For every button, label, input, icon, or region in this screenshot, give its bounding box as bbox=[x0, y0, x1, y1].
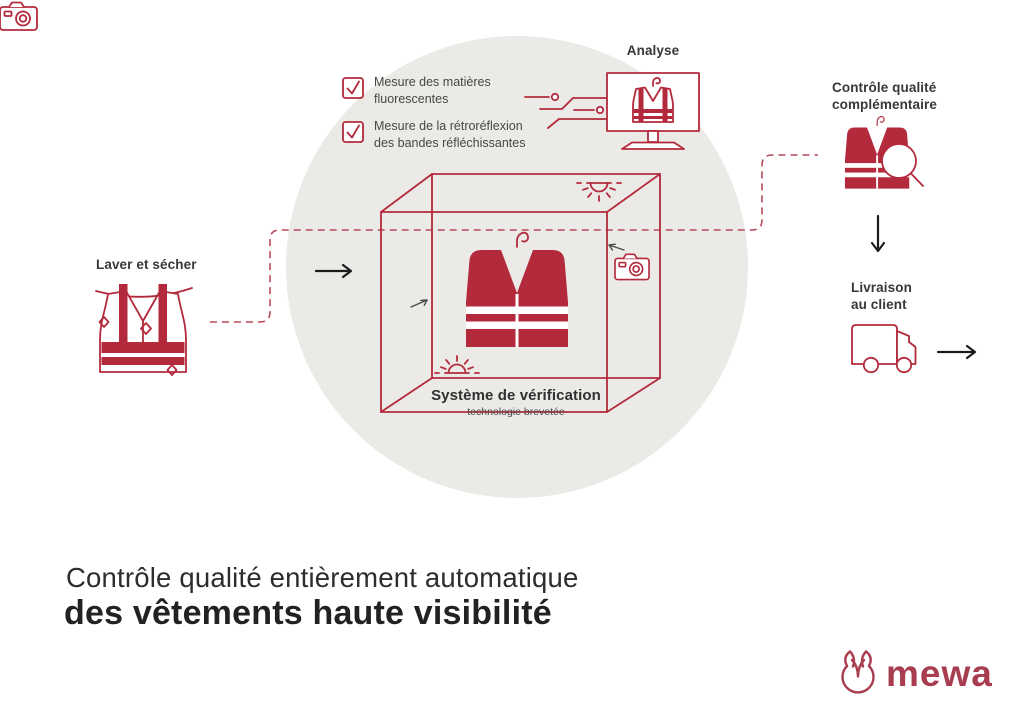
delivery-label: Livraison au client bbox=[851, 280, 912, 313]
mewa-wordmark: mewa bbox=[886, 653, 993, 694]
main-title-line2: des vêtements haute visibilité bbox=[64, 594, 552, 632]
checklist-item-fluorescent: Mesure des matières fluorescentes bbox=[374, 75, 491, 106]
main-title-line1: Contrôle qualité entièrement automatique bbox=[66, 562, 579, 593]
arrow-delivery-out bbox=[936, 344, 977, 360]
safety-vest-icon bbox=[466, 231, 568, 347]
extra-qc-vest-icon bbox=[844, 115, 924, 190]
monitor-vest-icon bbox=[632, 77, 674, 123]
dashed-flow-line bbox=[210, 154, 818, 323]
background-circle bbox=[286, 36, 748, 498]
arrow-qc-to-delivery bbox=[870, 214, 886, 253]
magnifier-icon bbox=[881, 143, 924, 187]
analysis-label: Analyse bbox=[626, 43, 680, 58]
camera-arrow-right bbox=[608, 243, 625, 251]
extra-qc-label: Contrôle qualité complémentaire bbox=[832, 80, 937, 113]
verification-sublabel: technologie brevetée bbox=[467, 406, 565, 418]
scanner-cube-icon bbox=[380, 173, 661, 413]
circuit-lines-icon bbox=[524, 92, 607, 129]
sparkle-icon bbox=[98, 316, 110, 328]
camera-icon-right bbox=[614, 253, 650, 281]
ceiling-lamp-icon bbox=[576, 182, 622, 202]
floor-lamp-icon bbox=[434, 355, 480, 374]
wash-vest-icon bbox=[95, 284, 193, 376]
checkbox-icon-fluorescent bbox=[342, 77, 364, 99]
mewa-logo-icon bbox=[841, 650, 875, 694]
checkbox-icon-retroreflection bbox=[342, 121, 364, 143]
analysis-monitor-icon bbox=[606, 72, 700, 150]
arrow-wash-to-cube bbox=[314, 263, 353, 279]
sparkle-icon bbox=[166, 364, 178, 376]
checklist-item-retroreflection: Mesure de la rétroréflexion des bandes r… bbox=[374, 119, 526, 150]
camera-icon bbox=[0, 1, 38, 31]
wash-label: Laver et sécher bbox=[96, 257, 197, 272]
delivery-truck-icon bbox=[851, 324, 917, 374]
verification-label: Système de vérification bbox=[431, 387, 601, 404]
camera-arrow-left bbox=[410, 299, 428, 308]
sparkle-icon bbox=[140, 322, 152, 335]
